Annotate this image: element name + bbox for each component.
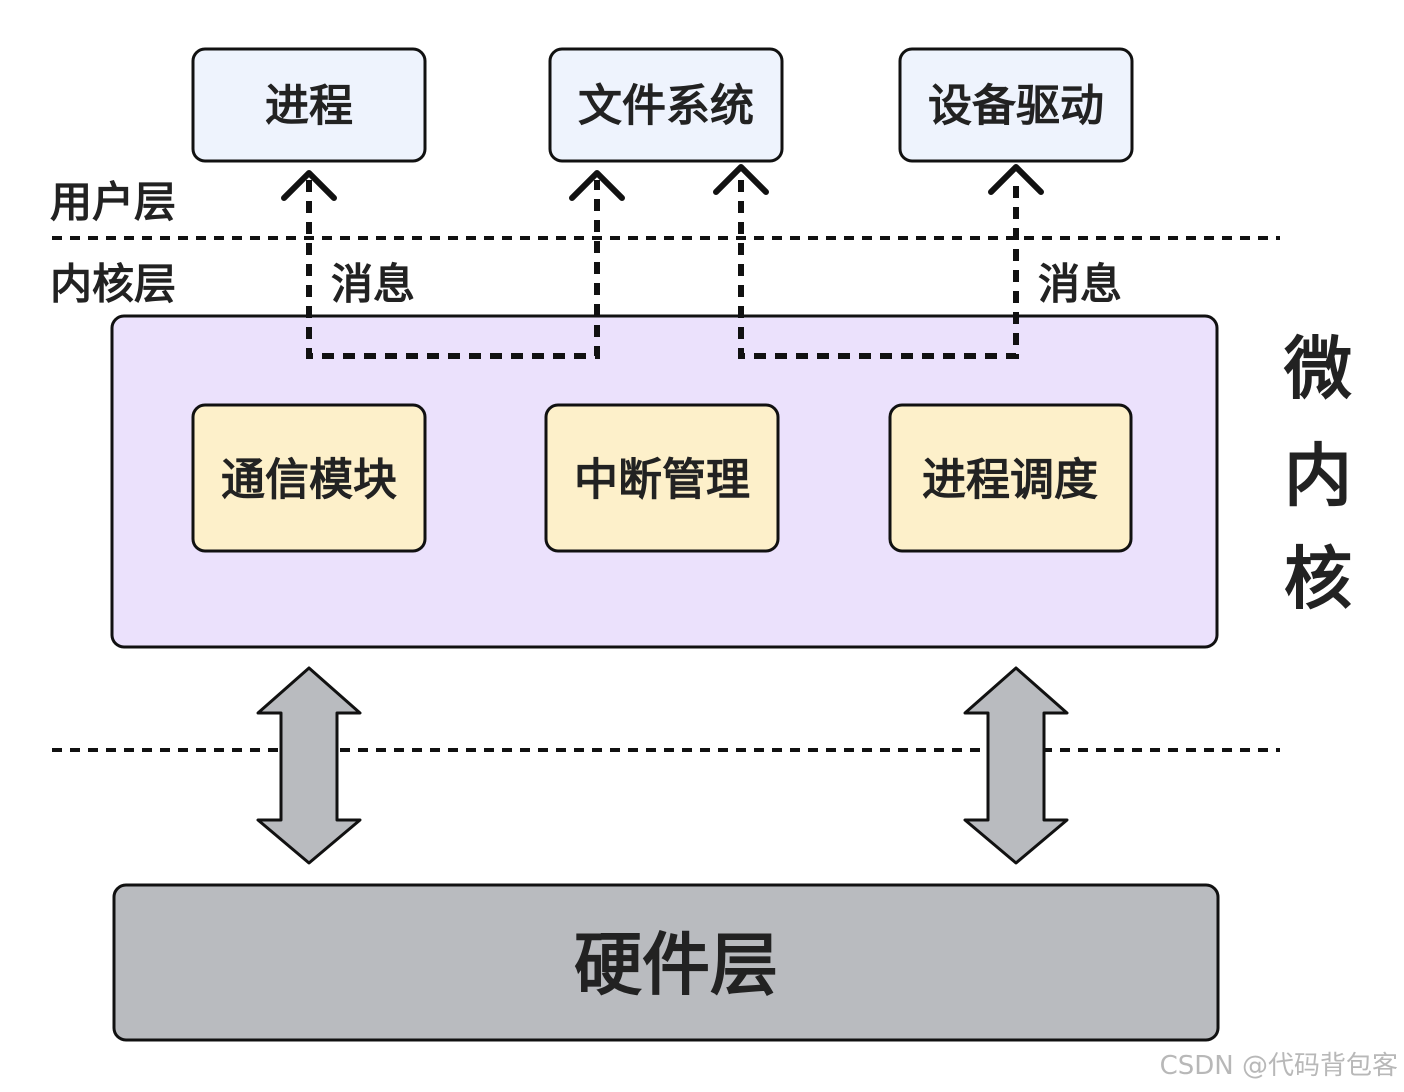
module-process-scheduling: 进程调度 [888,403,1133,553]
module-communication-label: 通信模块 [221,455,397,506]
arrowhead-up-process [281,170,337,201]
user-box-filesystem-label: 文件系统 [578,81,754,132]
message-path-left [306,180,600,359]
message-label-left: 消息 [331,260,415,309]
arrowhead-up-filesystem-right [713,164,769,195]
kernel-layer-label: 内核层 [50,260,176,309]
arrowhead-up-filesystem-left [569,170,625,201]
user-box-process: 进程 [191,47,427,163]
module-communication: 通信模块 [191,403,427,553]
user-box-device-driver-label: 设备驱动 [928,81,1104,132]
message-path-right [738,180,1019,359]
double-arrow-left [256,666,362,865]
user-box-process-label: 进程 [265,81,353,132]
microkernel-label-char-3: 核 [1284,541,1352,620]
arrowhead-up-device-driver [988,164,1044,195]
user-box-device-driver: 设备驱动 [898,47,1134,163]
microkernel-label-char-2: 内 [1284,438,1352,517]
module-interrupt-management-label: 中断管理 [574,455,750,506]
module-process-scheduling-label: 进程调度 [922,455,1098,506]
watermark: CSDN @代码背包客 [1160,1051,1398,1081]
user-box-filesystem: 文件系统 [548,47,784,163]
user-layer-label: 用户层 [50,178,176,227]
module-interrupt-management: 中断管理 [544,403,780,553]
double-arrow-right [963,666,1069,865]
microkernel-label-char-1: 微 [1283,331,1352,410]
hardware-layer: 硬件层 [112,883,1220,1042]
message-label-right: 消息 [1038,260,1122,309]
hardware-layer-label: 硬件层 [574,927,778,1006]
